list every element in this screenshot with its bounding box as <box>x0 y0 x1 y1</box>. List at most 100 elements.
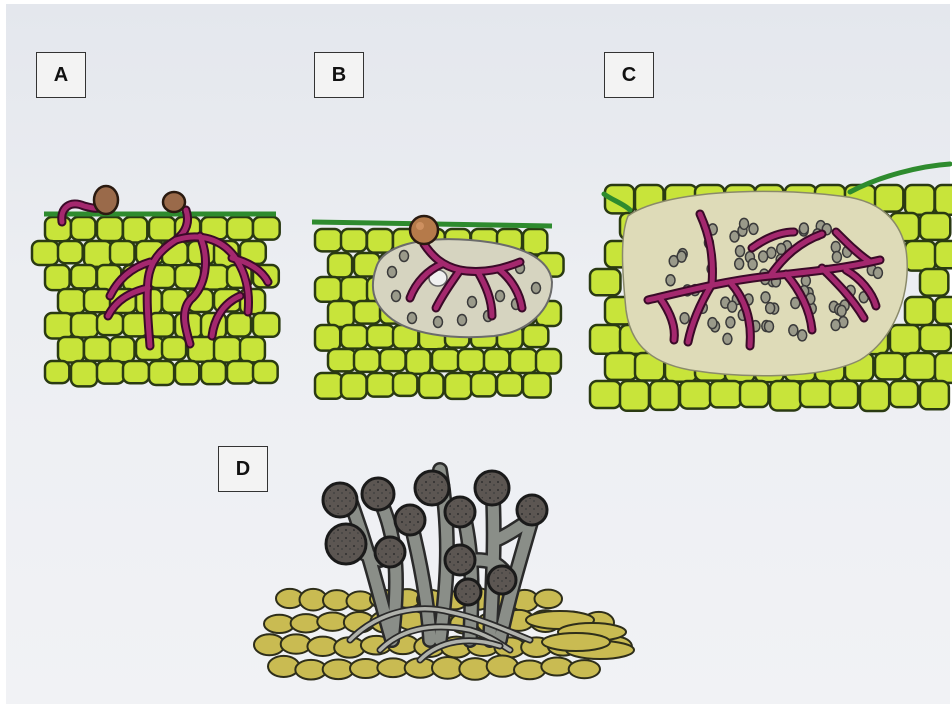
spore-dot <box>388 267 397 278</box>
spore-dot <box>764 321 773 332</box>
tissue-cell <box>315 373 343 399</box>
tissue-cell <box>419 373 444 398</box>
tissue-cell <box>253 313 279 337</box>
tissue-cell <box>590 381 620 408</box>
tissue-cell <box>432 349 459 371</box>
spore-dot <box>735 258 744 269</box>
tissue-cell <box>227 217 253 240</box>
panel-label-c: C <box>604 52 654 98</box>
tissue-cell <box>920 381 949 409</box>
spore-dot <box>837 305 846 316</box>
spore-dot <box>532 283 541 294</box>
sporangium-texture <box>418 474 446 502</box>
tissue-cell <box>71 217 95 240</box>
tissue-cell <box>58 337 84 362</box>
tissue-cell <box>341 325 367 349</box>
tissue-cell <box>890 381 918 407</box>
panel-b-colonization <box>312 216 564 399</box>
tissue-cell <box>393 373 417 396</box>
spore-dot <box>831 320 840 331</box>
tissue-cell <box>471 373 496 396</box>
tissue-cell <box>315 229 341 251</box>
tissue-cell <box>149 217 175 241</box>
spore-dot <box>748 259 757 270</box>
tissue-cell <box>605 353 637 380</box>
tissue-cell <box>71 313 98 338</box>
leaf-tissue-a <box>32 217 280 386</box>
spore-dot <box>723 333 732 344</box>
panel-label-b: B <box>314 52 364 98</box>
spore-dot <box>759 251 768 262</box>
panel-label-d: D <box>218 446 268 492</box>
spore-dot <box>726 317 735 328</box>
tissue-cell <box>590 269 620 295</box>
tissue-cell <box>875 353 905 379</box>
sporangium-texture <box>478 474 506 502</box>
tissue-cell <box>905 241 935 271</box>
sporangium-texture <box>365 481 391 507</box>
tissue-cell <box>227 313 251 336</box>
spore-dot <box>392 291 401 302</box>
spore-dot <box>408 313 417 324</box>
spore-dot <box>789 325 798 336</box>
spore-dot <box>832 251 841 262</box>
spore-dot <box>434 317 443 328</box>
tissue-cell <box>123 361 149 383</box>
tissue-cell <box>123 217 147 243</box>
spore-dot <box>680 313 689 324</box>
panel-c-advanced-lesion <box>590 164 952 411</box>
tissue-cell <box>590 325 621 354</box>
sporangium-texture <box>458 582 478 602</box>
tissue-cell <box>935 185 952 215</box>
tissue-cell <box>800 381 831 407</box>
spore-dot <box>730 231 739 242</box>
spore-dot <box>766 303 775 314</box>
tissue-cell <box>315 277 341 302</box>
tissue-cell <box>354 301 381 324</box>
spore-dot <box>761 292 770 303</box>
spore-dot <box>740 218 749 229</box>
tissue-cell <box>328 349 356 371</box>
tissue-cell <box>536 349 561 374</box>
tissue-cell <box>58 241 83 263</box>
tissue-cell <box>367 373 394 397</box>
tissue-cell <box>97 217 123 241</box>
tissue-cell <box>920 325 951 351</box>
substrate-cell <box>487 655 518 676</box>
tissue-cell <box>162 337 186 360</box>
tissue-cell <box>710 381 741 407</box>
tissue-cell <box>341 373 367 399</box>
tissue-cell <box>45 313 73 338</box>
sporangium-texture <box>329 527 363 561</box>
tissue-cell <box>523 325 548 347</box>
tissue-cell <box>149 361 174 385</box>
tissue-cell <box>97 361 124 384</box>
tissue-cell <box>175 361 199 384</box>
spore-dot <box>677 251 686 262</box>
tissue-cell <box>510 349 537 373</box>
tissue-cell <box>240 337 265 362</box>
tissue-cell <box>341 277 368 303</box>
tissue-cell <box>523 229 547 255</box>
panel-d-sporangiophores <box>254 470 634 680</box>
spore-b <box>410 216 438 244</box>
tissue-cell <box>920 269 948 296</box>
spore-dot <box>458 315 467 326</box>
tissue-cell <box>71 361 97 386</box>
tissue-cell <box>201 361 226 384</box>
spore-dot <box>468 297 477 308</box>
tissue-cell <box>45 265 70 290</box>
tissue-cell <box>935 241 952 268</box>
tissue-cell <box>45 361 69 383</box>
tissue-cell <box>58 289 85 314</box>
tissue-cell <box>227 361 254 384</box>
substrate-cell <box>535 590 563 609</box>
spore-dot <box>831 241 840 252</box>
sporangium-texture <box>398 508 422 532</box>
tissue-cell <box>935 297 952 324</box>
sporangium-texture <box>491 569 513 591</box>
tissue-cell <box>620 381 649 411</box>
tissue-cell <box>71 265 96 288</box>
tissue-cell <box>484 349 509 372</box>
panel-label-a: A <box>36 52 86 98</box>
